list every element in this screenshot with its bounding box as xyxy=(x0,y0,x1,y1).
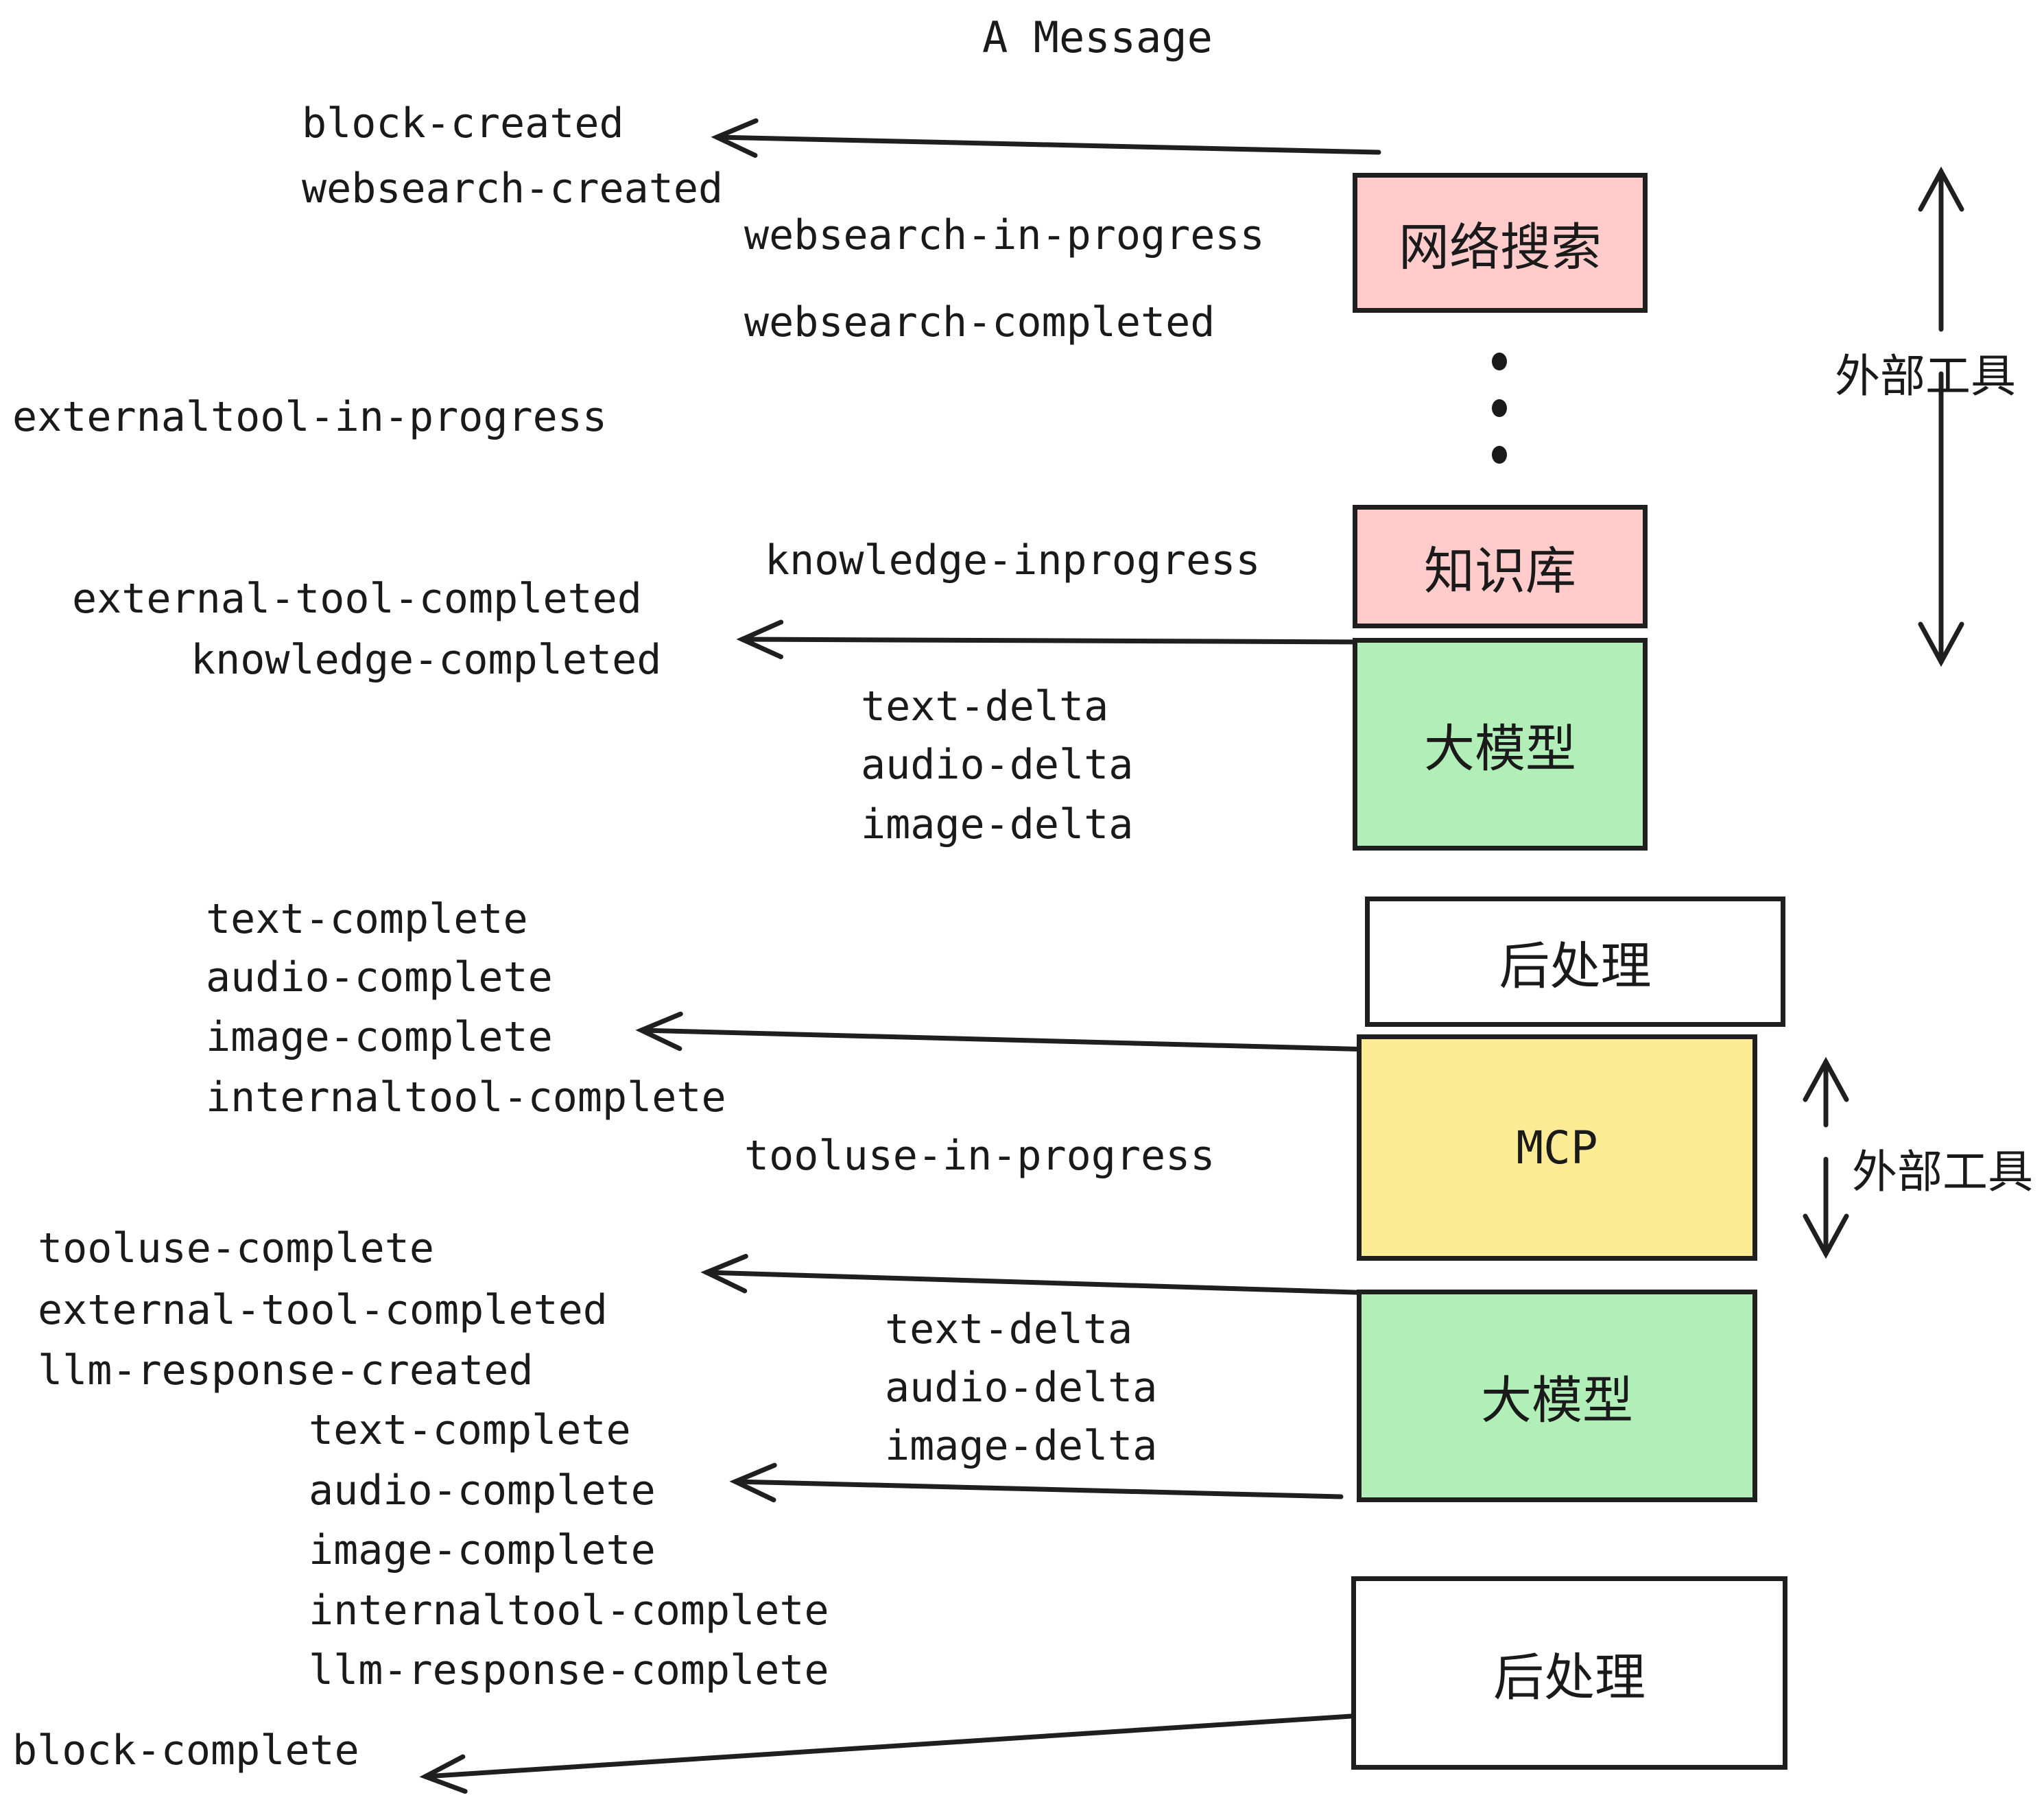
external-tools-arrow-up-2 xyxy=(1803,1056,1849,1128)
node-label: 大模型 xyxy=(1481,1370,1633,1430)
arrow-postprocess2-to-block-complete xyxy=(419,1712,1375,1794)
external-tools-arrow-up-1 xyxy=(1918,166,1964,332)
node-knowledge: 知识库 xyxy=(1353,505,1648,628)
node-label: 网络搜索 xyxy=(1399,217,1602,277)
event-label-text-delta-2: text-delta xyxy=(885,1305,1133,1353)
event-label-externaltool-in-progress: externaltool-in-progress xyxy=(12,393,607,441)
event-label-image-delta-2: image-delta xyxy=(885,1422,1158,1470)
event-label-knowledge-inprogress: knowledge-inprogress xyxy=(765,536,1261,584)
arrow-llm2-to-audio-complete-shaft xyxy=(733,1479,1344,1499)
arrow-mcp-to-image-complete-head xyxy=(635,1011,683,1052)
arrow-websearch-to-block-created-shaft xyxy=(714,134,1381,155)
arrow-llm1-to-knowledge-completed xyxy=(736,619,1375,660)
external-tools-arrow-down-2-head xyxy=(1803,1213,1849,1259)
node-label: 后处理 xyxy=(1493,1648,1645,1707)
node-llm-1: 大模型 xyxy=(1353,638,1648,851)
node-label: MCP xyxy=(1516,1121,1598,1174)
event-label-external-tool-completed-1: external-tool-completed xyxy=(72,575,642,623)
event-label-text-complete-1: text-complete xyxy=(206,895,528,943)
event-label-audio-complete-2: audio-complete xyxy=(309,1467,656,1515)
event-label-image-delta-1: image-delta xyxy=(861,800,1134,848)
external-tools-arrow-down-2 xyxy=(1803,1156,1849,1259)
event-label-llm-response-complete: llm-response-complete xyxy=(309,1646,829,1694)
arrow-llm2-to-tooluse-complete-shaft xyxy=(704,1270,1380,1296)
event-label-image-complete-2: image-complete xyxy=(309,1526,656,1574)
arrow-llm1-to-knowledge-completed-head xyxy=(736,619,784,660)
arrow-websearch-to-block-created-head xyxy=(711,118,759,158)
event-label-text-delta-1: text-delta xyxy=(861,683,1109,731)
arrow-mcp-to-image-complete xyxy=(635,1011,1375,1052)
ellipsis-dot-2 xyxy=(1492,399,1507,417)
event-label-image-complete-1: image-complete xyxy=(206,1013,553,1061)
event-label-tooluse-complete: tooluse-complete xyxy=(38,1224,434,1272)
external-tools-arrow-down-1 xyxy=(1918,371,1964,667)
event-label-websearch-in-progress: websearch-in-progress xyxy=(744,211,1265,259)
external-tools-arrow-down-1-head xyxy=(1918,621,1964,667)
arrow-llm1-to-knowledge-completed-shaft xyxy=(739,637,1375,645)
event-label-audio-delta-1: audio-delta xyxy=(861,741,1134,789)
event-label-audio-delta-2: audio-delta xyxy=(885,1364,1158,1412)
external-tools-arrow-up-1-head xyxy=(1918,166,1964,212)
group-label-external-tools-1: 外部工具 xyxy=(1835,350,2016,403)
event-label-internaltool-complete-1: internaltool-complete xyxy=(206,1073,726,1121)
arrow-postprocess2-to-block-complete-head xyxy=(419,1754,468,1794)
event-label-llm-response-created: llm-response-created xyxy=(38,1346,534,1394)
event-label-tooluse-in-progress: tooluse-in-progress xyxy=(744,1132,1215,1180)
arrow-mcp-to-image-complete-shaft xyxy=(639,1028,1375,1052)
event-label-text-complete-2: text-complete xyxy=(309,1406,631,1454)
event-label-websearch-completed: websearch-completed xyxy=(744,298,1215,346)
event-label-knowledge-completed: knowledge-completed xyxy=(191,636,662,684)
event-label-websearch-created: websearch-created xyxy=(302,165,724,213)
node-label: 后处理 xyxy=(1499,936,1652,996)
arrow-llm2-to-tooluse-complete xyxy=(700,1253,1380,1296)
node-label: 大模型 xyxy=(1424,719,1576,779)
event-label-block-created: block-created xyxy=(302,99,624,147)
node-mcp: MCP xyxy=(1357,1034,1757,1261)
node-postprocess-1: 后处理 xyxy=(1365,897,1785,1027)
external-tools-arrow-up-2-head xyxy=(1803,1056,1849,1102)
event-label-audio-complete-1: audio-complete xyxy=(206,953,553,1001)
arrow-websearch-to-block-created xyxy=(711,118,1381,158)
event-label-external-tool-completed-2: external-tool-completed xyxy=(38,1286,608,1334)
event-label-internaltool-complete-2: internaltool-complete xyxy=(309,1587,829,1635)
arrow-llm2-to-audio-complete xyxy=(729,1462,1344,1503)
ellipsis-dot-1 xyxy=(1492,353,1507,370)
event-label-block-complete: block-complete xyxy=(12,1726,359,1775)
page-title: A Message xyxy=(982,12,1213,62)
arrow-postprocess2-to-block-complete-shaft xyxy=(423,1712,1375,1779)
arrow-llm2-to-audio-complete-head xyxy=(729,1462,777,1503)
node-label: 知识库 xyxy=(1424,541,1576,601)
group-label-external-tools-2: 外部工具 xyxy=(1852,1146,2033,1198)
arrow-llm2-to-tooluse-complete-head xyxy=(700,1253,748,1294)
node-websearch: 网络搜索 xyxy=(1353,173,1648,313)
node-llm-2: 大模型 xyxy=(1357,1290,1757,1502)
node-postprocess-2: 后处理 xyxy=(1351,1576,1787,1770)
ellipsis-dot-3 xyxy=(1492,446,1507,464)
